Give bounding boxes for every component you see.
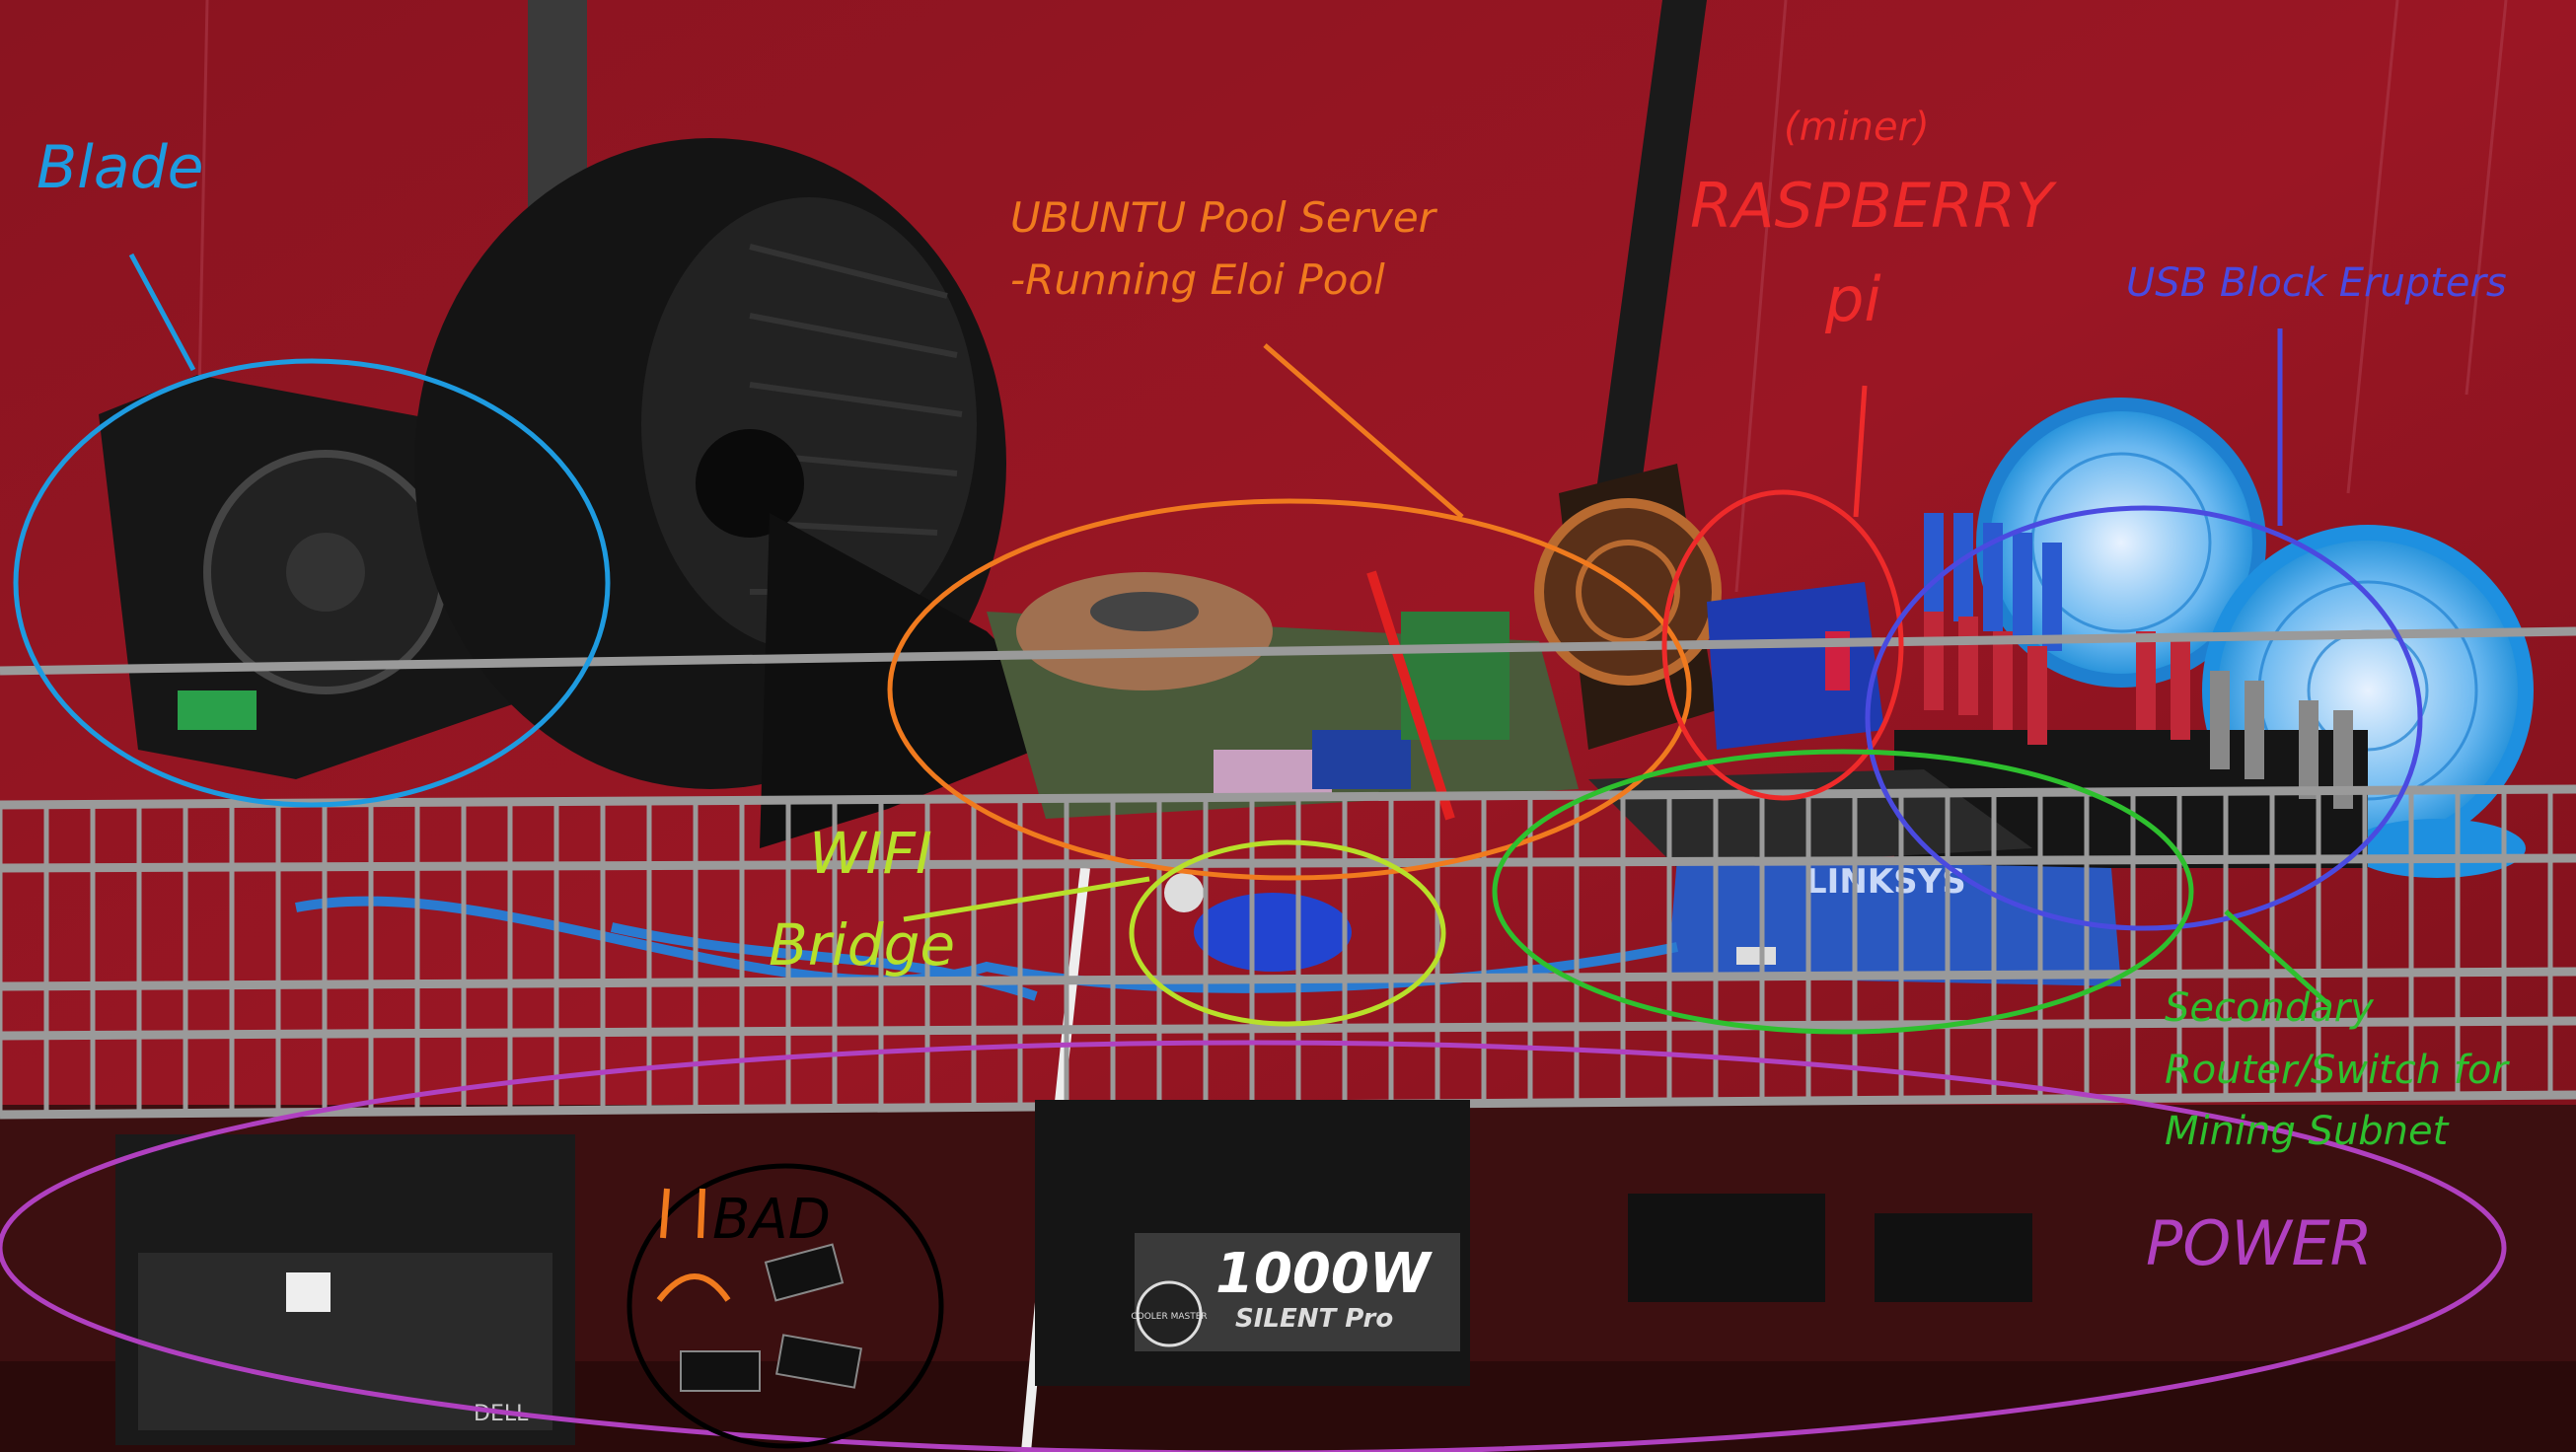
annotation-pointers	[128, 253, 2331, 1007]
label-raspberry: RASPBERRY	[1690, 170, 2057, 242]
wifi-bridge	[1164, 873, 1352, 972]
label-wifi: WIFI	[809, 820, 932, 887]
label-miner: (miner)	[1784, 105, 1930, 150]
dell-power-supply: DELL	[115, 1134, 575, 1445]
label-blade: Blade	[37, 133, 204, 202]
black-desk-fan	[414, 138, 1085, 848]
usb-ellipse	[1865, 505, 2423, 931]
shelf-standard-right	[1593, 0, 1707, 513]
psu-wattage-label: 1000W	[1215, 1242, 1434, 1306]
label-power: POWER	[2146, 1207, 2373, 1279]
ubuntu-ellipse	[887, 498, 1692, 881]
bad-ellipse	[626, 1163, 944, 1449]
wall-seams	[195, 0, 2508, 593]
power-bricks	[1628, 1194, 2032, 1302]
label-bridge: Bridge	[769, 911, 955, 979]
label-ubuntu-line1: UBUNTU Pool Server	[1010, 193, 1438, 242]
wifi-ellipse	[1129, 839, 1446, 1027]
label-secondary-line1: Secondary	[2165, 985, 2375, 1031]
label-secondary-line2: Router/Switch for	[2165, 1048, 2510, 1093]
label-usb-block-erupters: USB Block Erupters	[2126, 260, 2507, 306]
raspberry-pi-case	[1707, 582, 1884, 750]
psu-model-label: SILENT Pro	[1235, 1304, 1393, 1334]
psu-brand-label: COOLER MASTER	[1131, 1312, 1207, 1322]
label-secondary-line3: Mining Subnet	[2165, 1109, 2450, 1154]
dead-usb-erupters	[680, 1243, 863, 1392]
wire-shelf	[0, 626, 2576, 1120]
power-ellipse	[0, 1040, 2507, 1452]
blade-ellipse	[13, 358, 611, 808]
annotation-ellipses	[0, 358, 2507, 1452]
label-ubuntu-line2: -Running Eloi Pool	[1010, 255, 1385, 304]
cooler-master-psu: COOLER MASTER 1000W SILENT Pro	[1035, 1100, 1470, 1386]
raspberry-ellipse	[1661, 489, 1904, 801]
label-pi: pi	[1824, 263, 1881, 335]
label-bad: BAD	[712, 1188, 831, 1252]
router-brand-label: LINKSYS	[1805, 862, 1966, 902]
ubuntu-server-motherboard	[987, 570, 1579, 821]
sad-face-icon	[656, 1188, 731, 1302]
secondary-router-ellipse	[1492, 749, 2194, 1035]
